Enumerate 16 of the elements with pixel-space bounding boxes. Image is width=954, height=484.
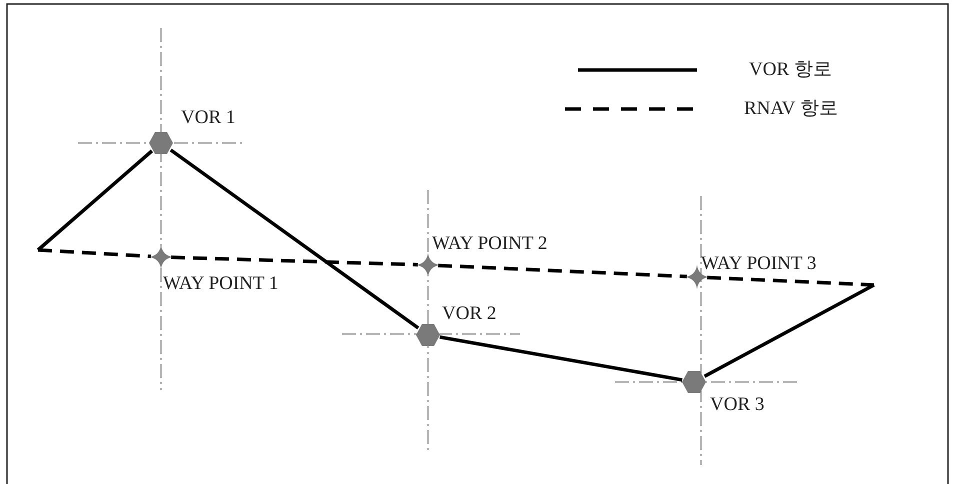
vor-route-line <box>440 335 682 382</box>
rnav-route-line <box>706 276 874 287</box>
vor-route-line <box>36 150 154 252</box>
waypoint-label: WAY POINT 3 <box>701 253 816 275</box>
rnav-route-line <box>38 248 152 258</box>
vor-route-line <box>704 283 875 378</box>
vor-route-line <box>170 148 420 330</box>
rnav-route-line <box>438 264 688 278</box>
waypoint-label: WAY POINT 1 <box>163 273 278 295</box>
legend-label: RNAV 항로 <box>744 98 838 120</box>
vor-label: VOR 1 <box>181 107 236 129</box>
vor-label: VOR 3 <box>710 394 764 416</box>
vor-label: VOR 2 <box>442 303 496 325</box>
legend-label: VOR 항로 <box>749 59 832 81</box>
rnav-route-line <box>170 256 418 266</box>
waypoint-label: WAY POINT 2 <box>432 233 548 255</box>
